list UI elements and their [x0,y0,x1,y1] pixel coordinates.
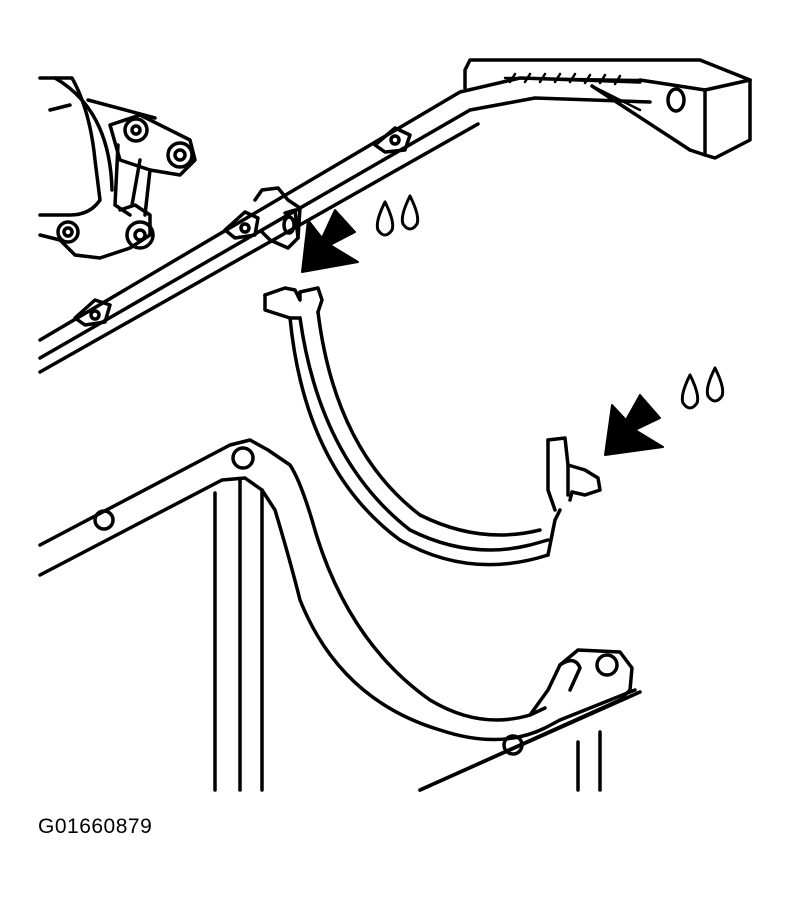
oil-drop-icon [680,366,725,410]
oil-pan-gasket [38,438,637,792]
rear-seal-upper-half [263,286,602,567]
oil-pan-walls [213,478,642,792]
rail-bolt-bosses [73,126,412,327]
arrow-down-left-icon [604,394,664,456]
arrow-down-left-icon [301,209,359,273]
block-corner [463,58,752,160]
figure-code-label: G01660879 [38,815,153,838]
block-hatch [503,72,642,112]
oil-drop-icon [375,194,420,237]
bearing-housing [38,76,197,260]
rear-main-cap [253,186,302,250]
